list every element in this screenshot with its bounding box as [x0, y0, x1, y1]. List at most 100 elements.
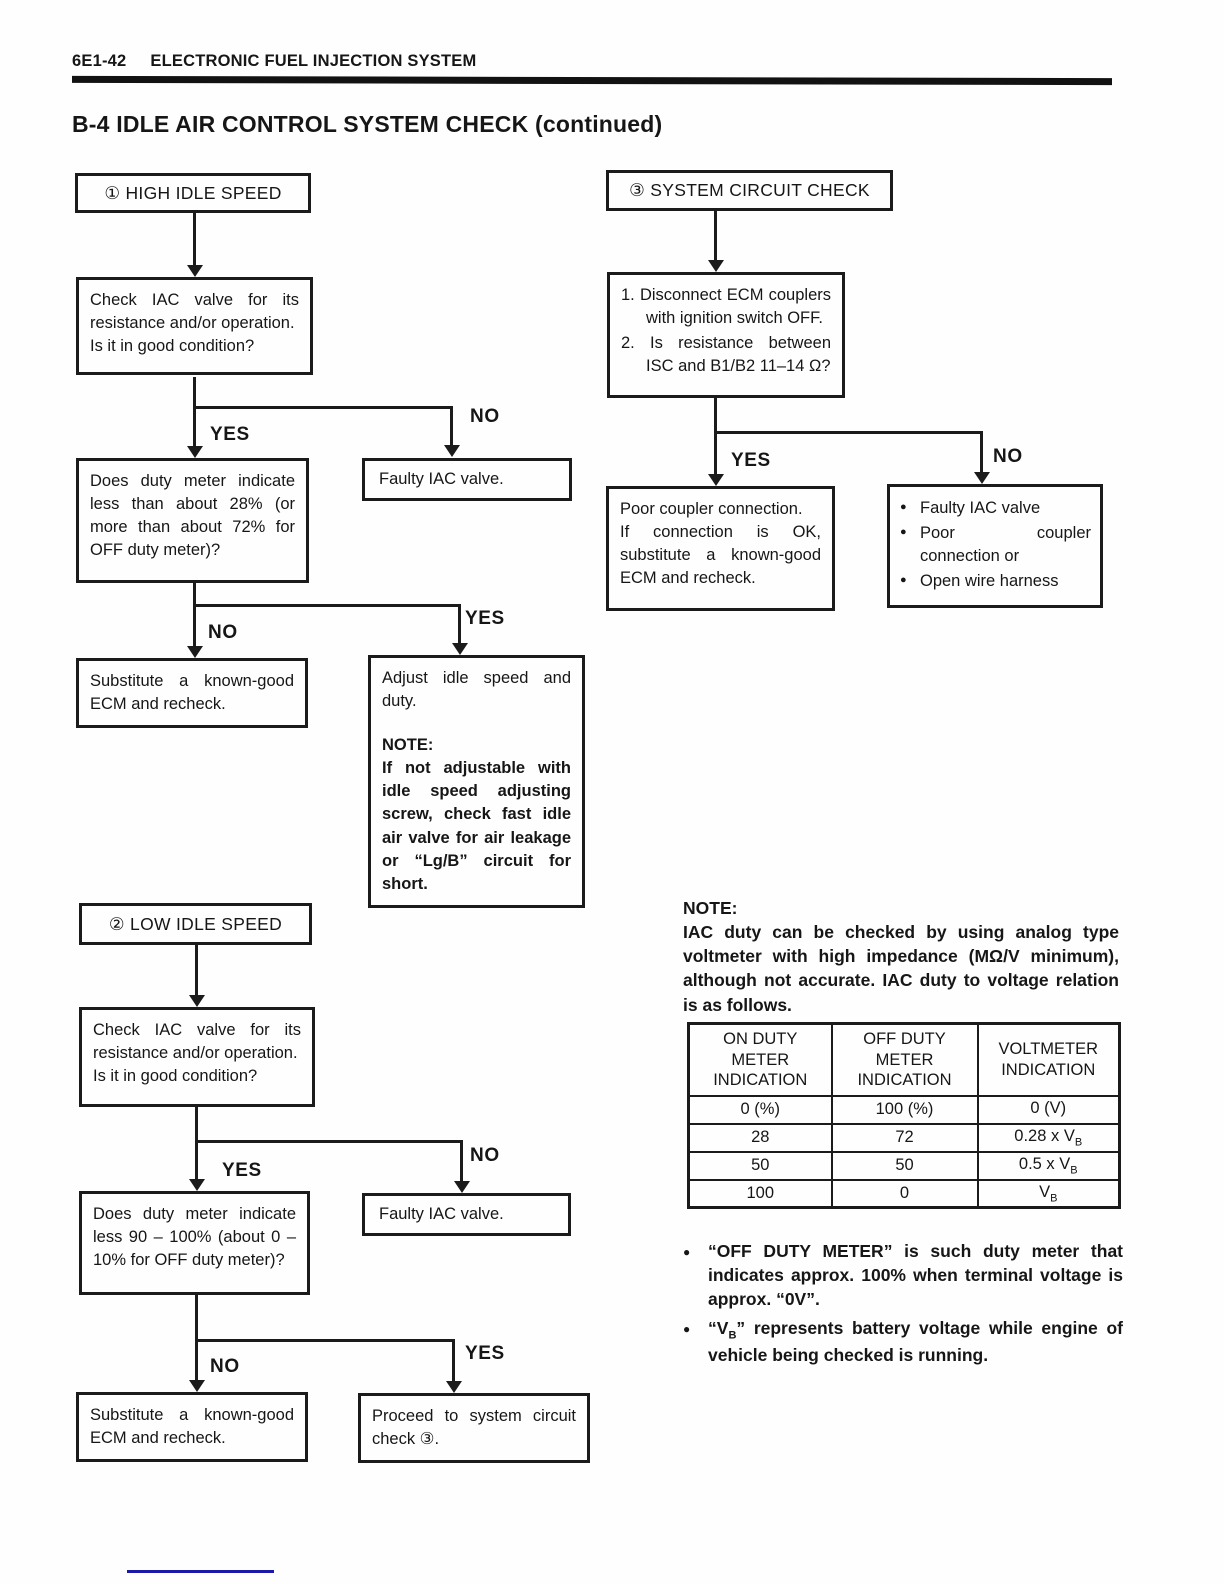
arrow-down-icon [974, 472, 990, 484]
header-on-duty: ON DUTY METER INDICATION [687, 1022, 833, 1097]
box-system-circuit-check-title: ③ SYSTEM CIRCUIT CHECK [606, 170, 893, 211]
arrow-down-icon [446, 1381, 462, 1393]
cell-off-duty: 72 [830, 1122, 979, 1153]
label-no: NO [993, 446, 1023, 467]
flow-line [980, 431, 983, 473]
box-poor-coupler-connection: Poor coupler connection. If connection i… [606, 486, 835, 611]
footnote-vb: “VB” represents battery voltage while en… [683, 1317, 1123, 1367]
box-disconnect-ecm-steps: 1. Disconnect ECM couplers with ignition… [607, 272, 845, 398]
box-duty-meter-90-100: Does duty meter indicate less 90 – 100% … [79, 1191, 310, 1295]
duty-meter-90-100-text: Does duty meter indicate less 90 – 100% … [93, 1205, 296, 1270]
voltmeter-value: V [1039, 1182, 1051, 1201]
note-text: IAC duty can be checked by using analog … [683, 922, 1119, 1015]
voltmeter-subscript: B [1074, 1136, 1083, 1149]
table-row: 100 0 VB [687, 1178, 1121, 1209]
flow-line [193, 377, 196, 447]
footnote-text: “V [708, 1318, 729, 1339]
label-yes: YES [465, 608, 505, 629]
section-title: B-4 IDLE AIR CONTROL SYSTEM CHECK (conti… [72, 111, 663, 137]
flow-line [714, 398, 717, 475]
flow-line [714, 431, 983, 434]
footnote-off-duty-meter: “OFF DUTY METER” is such duty meter that… [683, 1240, 1123, 1314]
header-voltmeter: VOLTMETER INDICATION [976, 1022, 1121, 1097]
scan-artifact-blue-line [127, 1570, 274, 1573]
step-disconnect-ecm: 1. Disconnect ECM couplers with ignition… [621, 286, 831, 328]
flow-line [460, 1140, 463, 1182]
list-item-poor-coupler: Poor coupler connection or [899, 522, 1091, 568]
cell-off-duty: 0 [830, 1178, 979, 1209]
box-faulty-iac-valve-2: Faulty IAC valve. [362, 1193, 571, 1236]
arrow-down-icon [187, 265, 203, 277]
box-duty-meter-28: Does duty meter indicate less than about… [76, 458, 309, 583]
proceed-system-check-text: Proceed to system circuit check ③. [372, 1407, 576, 1449]
cell-voltmeter: 0 (V) [976, 1094, 1121, 1125]
box-substitute-ecm-2: Substitute a known-good ECM and recheck. [76, 1392, 308, 1463]
check-iac-valve-text-2: Check IAC valve for its resistance and/o… [93, 1021, 301, 1086]
duty-voltage-table: ON DUTY METER INDICATION OFF DUTY METER … [687, 1022, 1121, 1210]
flow-line [195, 1295, 198, 1381]
label-no: NO [470, 406, 500, 427]
duty-meter-28-text: Does duty meter indicate less than about… [90, 472, 295, 560]
faulty-iac-valve-text: Faulty IAC valve. [379, 469, 504, 488]
page-code: 6E1-42 [72, 52, 127, 70]
box-no-result-list: Faulty IAC valve Poor coupler connection… [887, 484, 1103, 609]
adjust-note-text: If not adjustable with idle speed adjust… [382, 759, 571, 893]
label-yes: YES [222, 1160, 262, 1181]
list-item-faulty-iac: Faulty IAC valve [899, 497, 1091, 520]
box-adjust-idle-speed: Adjust idle speed and duty. NOTE: If not… [368, 655, 585, 908]
header-rule [71, 75, 1113, 86]
list-item-open-harness: Open wire harness [899, 570, 1091, 593]
arrow-down-icon [452, 643, 468, 655]
flow-line [458, 604, 461, 644]
box-low-idle-speed-title: ② LOW IDLE SPEED [79, 903, 312, 945]
flow-line [193, 406, 453, 409]
cell-on-duty: 50 [687, 1150, 833, 1181]
arrow-down-icon [189, 995, 205, 1007]
box-substitute-ecm-1: Substitute a known-good ECM and recheck. [76, 658, 308, 729]
cell-on-duty: 0 (%) [687, 1094, 833, 1125]
box-check-iac-valve-1: Check IAC valve for its resistance and/o… [76, 277, 313, 375]
box-proceed-system-check: Proceed to system circuit check ③. [358, 1393, 590, 1464]
table-row: 0 (%) 100 (%) 0 (V) [687, 1094, 1121, 1125]
substitute-ecm-text: Substitute a known-good ECM and recheck. [90, 672, 294, 714]
flow-line [450, 406, 453, 446]
flow-line [714, 211, 717, 261]
table-row: 50 50 0.5 x VB [687, 1150, 1121, 1181]
arrow-down-icon [187, 446, 203, 458]
cell-voltmeter: 0.28 x VB [976, 1122, 1121, 1153]
adjust-note-label: NOTE: [382, 736, 434, 755]
voltmeter-value: 0.5 x V [1018, 1155, 1071, 1174]
step-resistance-check: 2. Is resistance between ISC and B1/B2 1… [621, 334, 831, 376]
label-yes: YES [731, 450, 771, 471]
page-header: 6E1-42 ELECTRONIC FUEL INJECTION SYSTEM [72, 52, 476, 71]
voltmeter-subscript: B [1070, 1164, 1078, 1177]
cell-off-duty: 50 [830, 1150, 979, 1181]
cell-off-duty: 100 (%) [830, 1094, 979, 1125]
high-idle-speed-title-text: ① HIGH IDLE SPEED [104, 182, 282, 203]
adjust-idle-speed-text: Adjust idle speed and duty. [382, 669, 571, 711]
box-faulty-iac-valve-1: Faulty IAC valve. [362, 458, 572, 501]
poor-coupler-connection-text: Poor coupler connection. If connection i… [620, 500, 821, 588]
flow-line [195, 1140, 463, 1143]
cell-on-duty: 28 [687, 1122, 833, 1153]
page-header-title: ELECTRONIC FUEL INJECTION SYSTEM [150, 52, 477, 70]
header-off-duty: OFF DUTY METER INDICATION [830, 1022, 979, 1097]
voltmeter-value: 0.28 x V [1014, 1127, 1075, 1146]
flow-line [193, 583, 196, 647]
label-yes: YES [210, 424, 250, 445]
box-check-iac-valve-2: Check IAC valve for its resistance and/o… [79, 1007, 315, 1107]
iac-duty-note: NOTE: IAC duty can be checked by using a… [683, 896, 1119, 1017]
footnote-text: “OFF DUTY METER” is such duty meter that… [708, 1241, 1123, 1309]
flow-line [193, 604, 461, 607]
voltmeter-value: 0 (V) [1030, 1099, 1067, 1118]
arrow-down-icon [444, 445, 460, 457]
faulty-iac-valve-text-2: Faulty IAC valve. [379, 1204, 504, 1223]
flow-line [195, 1107, 198, 1180]
cell-voltmeter: 0.5 x VB [976, 1150, 1121, 1181]
low-idle-speed-title-text: ② LOW IDLE SPEED [108, 913, 283, 934]
label-no: NO [210, 1356, 240, 1377]
footnote-text: ” represents battery voltage while engin… [708, 1318, 1123, 1365]
arrow-down-icon [189, 1380, 205, 1392]
footnote-subscript: B [728, 1329, 737, 1342]
flow-line [195, 945, 198, 996]
